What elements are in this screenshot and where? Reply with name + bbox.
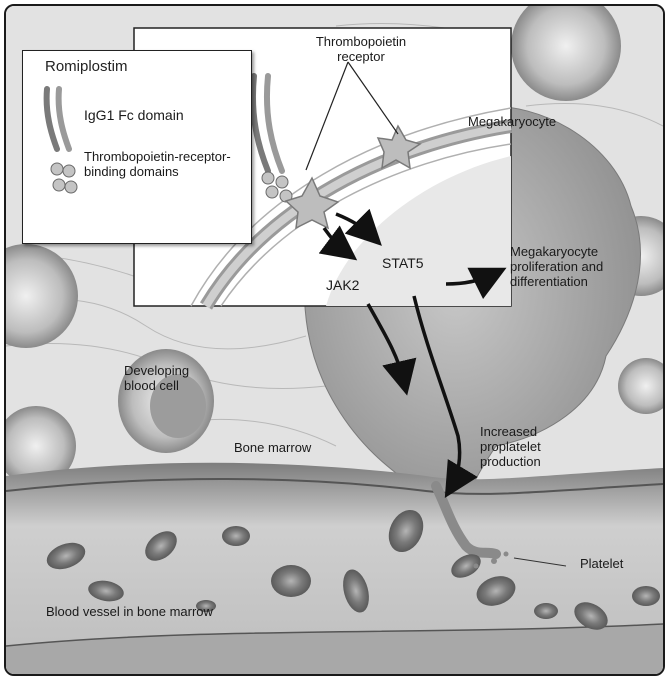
legend-molecule-icons bbox=[23, 51, 251, 243]
binding-domain-icon bbox=[51, 163, 77, 193]
bone-marrow-label: Bone marrow bbox=[234, 440, 311, 455]
stat5-label: STAT5 bbox=[382, 256, 424, 271]
red-blood-cell bbox=[271, 565, 311, 597]
romiplostim-legend: Romiplostim bbox=[22, 50, 252, 244]
red-blood-cell bbox=[632, 586, 660, 606]
proliferation-label: Megakaryocyte proliferation and differen… bbox=[510, 244, 650, 289]
diagram-frame: Romiplostim IgG1 Fc domain Thrombopoieti… bbox=[4, 4, 665, 676]
red-blood-cell bbox=[534, 603, 558, 619]
developing-cell-label: Developing blood cell bbox=[124, 363, 214, 393]
receptor-label: Thrombopoietin receptor bbox=[306, 34, 416, 64]
proplatelet-label: Increased proplatelet production bbox=[480, 424, 575, 469]
red-blood-cell bbox=[222, 526, 250, 546]
vessel-label: Blood vessel in bone marrow bbox=[46, 604, 213, 619]
fc-domain-icon bbox=[47, 89, 57, 149]
legend-fc-label: IgG1 Fc domain bbox=[84, 108, 184, 123]
legend-binding-label: Thrombopoietin-receptor-binding domains bbox=[84, 149, 234, 179]
platelet-label: Platelet bbox=[580, 556, 623, 571]
megakaryocyte-label: Megakaryocyte bbox=[468, 114, 556, 129]
jak2-label: JAK2 bbox=[326, 278, 359, 293]
